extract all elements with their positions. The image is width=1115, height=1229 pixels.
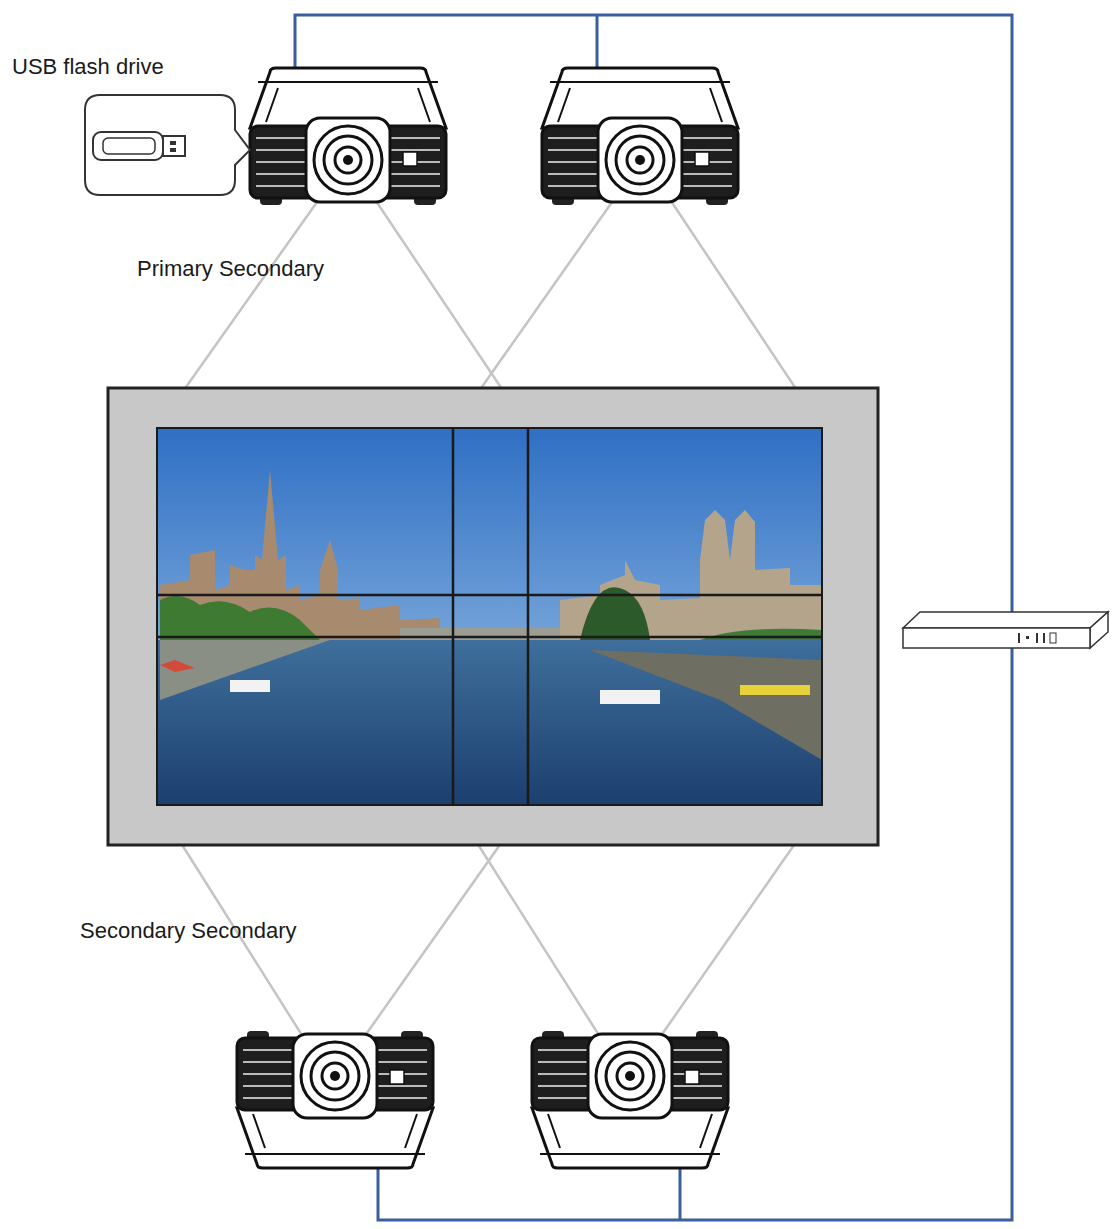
tile-seam xyxy=(157,428,822,805)
caption-label: Secondary Secondary xyxy=(80,918,296,944)
projector xyxy=(532,1031,728,1168)
projected-photo xyxy=(157,428,822,805)
network-switch xyxy=(903,612,1108,648)
projection-ray xyxy=(157,195,822,1040)
image-border xyxy=(157,428,822,805)
screen-frame xyxy=(108,388,878,845)
projector xyxy=(542,68,738,205)
caption-label: USB flash drive xyxy=(12,54,164,80)
caption-label: Primary Secondary xyxy=(137,256,324,282)
projector xyxy=(250,68,446,205)
usb-callout xyxy=(85,95,250,195)
projector xyxy=(237,1031,433,1168)
